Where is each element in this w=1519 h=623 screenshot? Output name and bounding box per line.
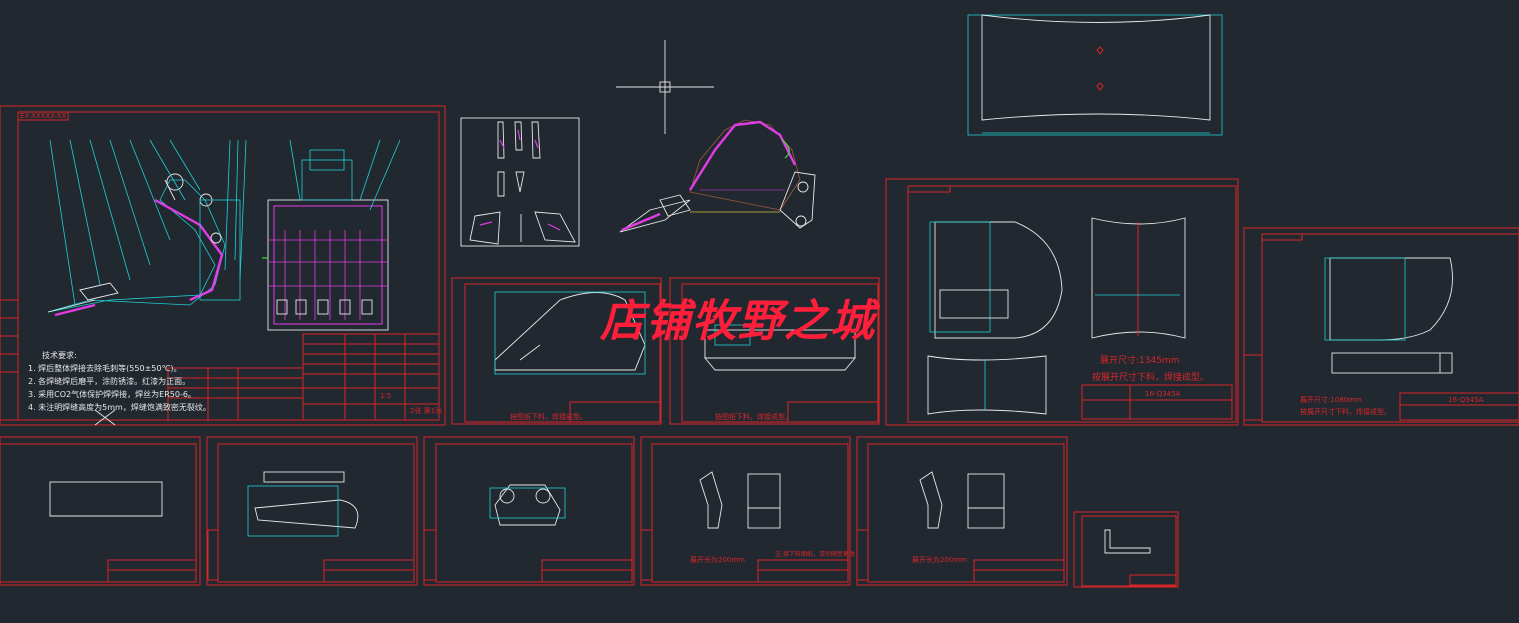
bottom-sheet-6[interactable] bbox=[1073, 511, 1179, 588]
small-note-2: 按图纸下料，焊接成型。 bbox=[715, 412, 792, 421]
main-assembly-sheet[interactable]: EX-XXXXX-XX bbox=[0, 105, 446, 426]
bottom-sheet-1[interactable] bbox=[0, 436, 201, 586]
main-sheet-scale: 1:5 bbox=[380, 392, 391, 400]
development-sheet-b[interactable]: 展开尺寸:1080mm 按展开尺寸下料，焊接成型。 16-Q345A bbox=[1243, 227, 1519, 426]
blank-size-a-note: 按展开尺寸下料，焊接成型。 bbox=[1092, 371, 1209, 383]
bottom-sheet-4[interactable]: 展开长为200mm 注:接下料图纸，请勿随意更改 bbox=[640, 436, 855, 586]
bottom-sheet-5[interactable]: 展开长为200mm bbox=[856, 436, 1068, 586]
blank-size-b-note: 按展开尺寸下料，焊接成型。 bbox=[1300, 407, 1391, 416]
note-line-3: 3. 采用CO2气体保护焊焊接，焊丝为ER50-6。 bbox=[28, 389, 196, 399]
note-line-4: 4. 未注明焊缝高度为5mm，焊缝饱满致密无裂纹。 bbox=[28, 402, 211, 412]
small-note-1: 按图纸下料，焊接成型。 bbox=[510, 412, 587, 421]
plate-top-view[interactable] bbox=[967, 14, 1223, 136]
note-line-1: 1. 焊后整体焊接去除毛刺等(550±50℃)。 bbox=[28, 363, 182, 373]
bottom-note-1: 展开长为200mm bbox=[690, 555, 745, 564]
blank-size-b: 展开尺寸:1080mm bbox=[1300, 395, 1362, 404]
watermark-text: 店铺牧野之城 bbox=[599, 296, 881, 347]
blank-size-a: 展开尺寸:1345mm bbox=[1100, 354, 1179, 366]
bottom-plate-sheet[interactable]: 按图纸下料，焊接成型。 bbox=[669, 277, 880, 425]
bottom-note-3: 注:接下料图纸，请勿随意更改 bbox=[775, 550, 855, 558]
bucket-profile-drawing[interactable] bbox=[619, 119, 816, 233]
bottom-sheet-3[interactable] bbox=[423, 436, 635, 586]
bottom-note-2: 展开长为200mm bbox=[912, 555, 967, 564]
material-b: 16-Q345A bbox=[1448, 396, 1484, 404]
notes-title: 技术要求: bbox=[42, 350, 77, 360]
crosshair-cursor-icon bbox=[616, 40, 714, 134]
teeth-detail-sheet[interactable] bbox=[460, 117, 580, 247]
development-sheet-a[interactable]: 展开尺寸:1345mm 按展开尺寸下料，焊接成型。 16-Q345A bbox=[885, 178, 1239, 426]
note-line-2: 2. 各焊缝焊后磨平，涂防锈漆。红漆为正面。 bbox=[28, 376, 190, 386]
main-sheet-sheet-label: 2张 第1张 bbox=[410, 406, 442, 415]
material-a: 16-Q345A bbox=[1145, 390, 1181, 398]
side-plate-sheet[interactable]: 按图纸下料，焊接成型。 bbox=[451, 277, 662, 425]
bottom-sheet-2[interactable] bbox=[206, 436, 418, 586]
main-sheet-header-code: EX-XXXXX-XX bbox=[20, 112, 67, 120]
